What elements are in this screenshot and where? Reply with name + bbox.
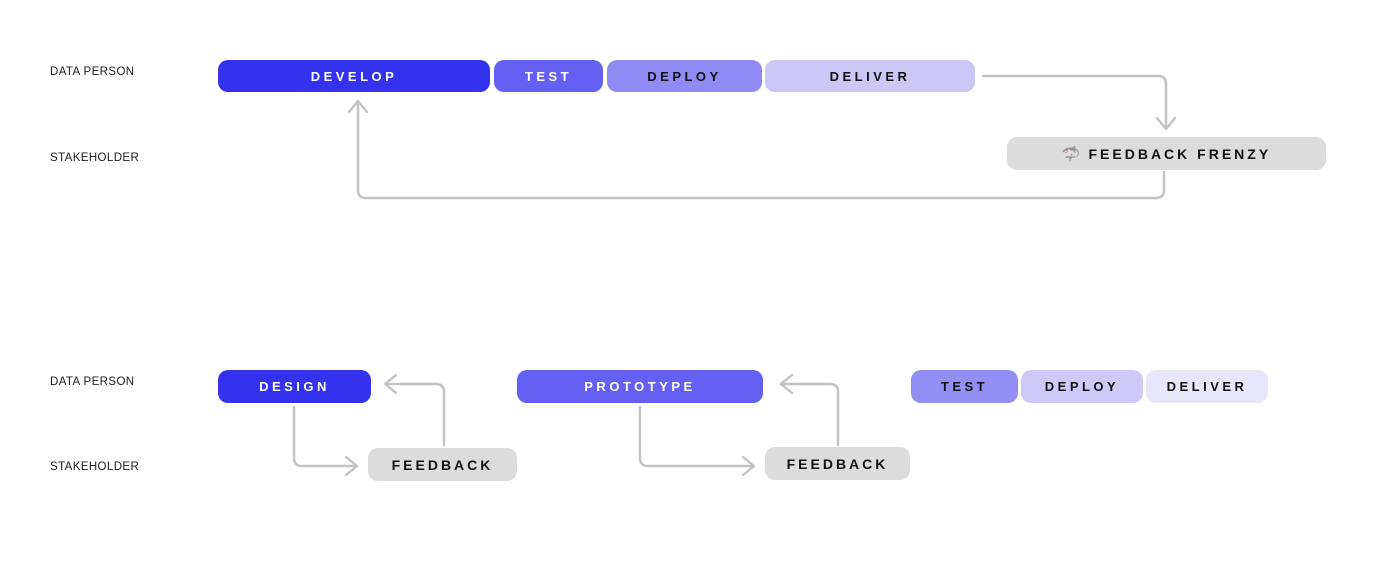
arrowhead-right-icon bbox=[344, 455, 359, 477]
arrow-design-to-feedback bbox=[292, 405, 356, 468]
feedback-box-design: FEEDBACK bbox=[368, 448, 517, 481]
phase-bar-test-top: TEST bbox=[494, 60, 603, 92]
phase-bar-deliver-top: DELIVER bbox=[765, 60, 975, 92]
phase-bar-deliver-bottom: DELIVER bbox=[1146, 370, 1268, 403]
feedback-box-prototype: FEEDBACK bbox=[765, 447, 910, 480]
feedback-label: FEEDBACK bbox=[786, 455, 889, 472]
phase-bar-label: DELIVER bbox=[1166, 379, 1248, 394]
arrowhead-left-icon bbox=[383, 373, 398, 395]
phase-bar-develop: DEVELOP bbox=[218, 60, 490, 92]
phase-bar-label: DESIGN bbox=[259, 379, 330, 394]
arrow-feedback-to-design bbox=[386, 382, 446, 447]
arrow-feedback-to-prototype bbox=[782, 382, 840, 447]
phase-bar-label: DELIVER bbox=[829, 68, 911, 84]
arrowhead-down-icon bbox=[1155, 116, 1177, 131]
phase-bar-prototype: PROTOTYPE bbox=[517, 370, 763, 403]
phase-bar-deploy-top: DEPLOY bbox=[607, 60, 762, 92]
feedback-label: FEEDBACK bbox=[391, 456, 494, 473]
phase-bar-test-bottom: TEST bbox=[911, 370, 1018, 403]
lane-label-data-person-top: DATA PERSON bbox=[50, 66, 135, 78]
phase-bar-design: DESIGN bbox=[218, 370, 371, 403]
arrowhead-up-icon bbox=[347, 99, 369, 114]
arrow-deliver-to-feedback-frenzy bbox=[981, 74, 1168, 130]
phase-bar-label: DEPLOY bbox=[647, 68, 722, 84]
feedback-frenzy-label: FEEDBACK FRENZY bbox=[1088, 145, 1272, 162]
phase-bar-label: PROTOTYPE bbox=[584, 379, 696, 394]
arrowhead-left-icon bbox=[779, 373, 794, 395]
arrowhead-right-icon bbox=[741, 455, 756, 477]
lane-label-stakeholder-top: STAKEHOLDER bbox=[50, 152, 140, 164]
lane-label-data-person-bottom: DATA PERSON bbox=[50, 376, 135, 388]
arrow-prototype-to-feedback bbox=[638, 405, 753, 468]
phase-bar-label: TEST bbox=[524, 68, 573, 84]
phase-bar-label: DEPLOY bbox=[1044, 379, 1120, 394]
feedback-frenzy-box: 🦈 FEEDBACK FRENZY bbox=[1007, 137, 1326, 170]
lane-label-stakeholder-bottom: STAKEHOLDER bbox=[50, 461, 140, 473]
phase-bar-label: TEST bbox=[940, 379, 989, 394]
phase-bar-label: DEVELOP bbox=[310, 68, 398, 84]
phase-bar-deploy-bottom: DEPLOY bbox=[1021, 370, 1143, 403]
shark-icon: 🦈 bbox=[1061, 145, 1081, 163]
